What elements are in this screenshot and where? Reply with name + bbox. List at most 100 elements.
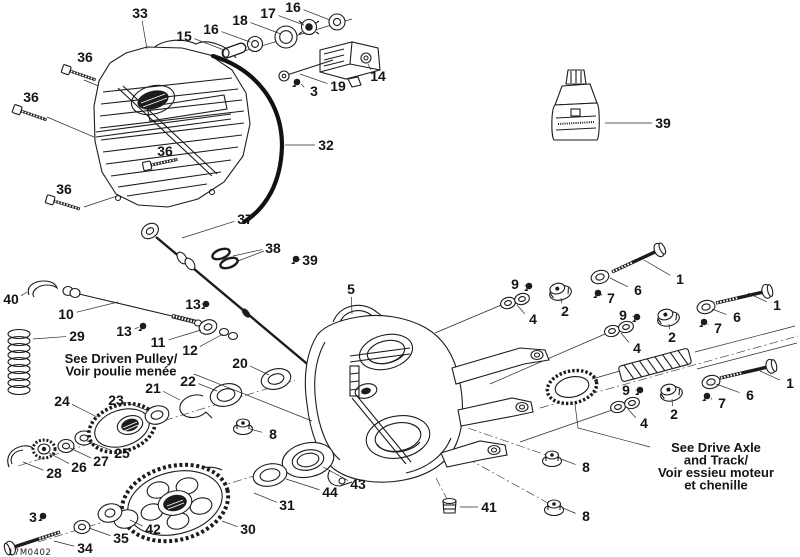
callout-9: 9 [511,276,533,292]
callout-44: 44 [285,478,338,500]
mounting-nuts [442,450,565,517]
part-number-label: 7 [714,320,722,336]
note-line: and Track/ [684,453,749,468]
part-number-label: 42 [145,521,161,537]
callout-23: 23 [108,392,150,412]
part-number-label: 32 [318,137,334,153]
driven-pulley-note: See Driven Pulley/Voir poulie menée [65,351,313,422]
callout-4: 4 [620,332,641,356]
part-number-label: 13 [185,296,201,312]
part-number-label: 34 [77,540,93,556]
callout-4: 4 [627,408,648,431]
part-number-label: 1 [676,271,684,287]
part-number-label: 19 [330,78,346,94]
part-number-label: 6 [634,282,642,298]
callout-20: 20 [232,355,270,376]
part-number-label: 20 [232,355,248,371]
spring-29 [7,328,31,396]
callout-1: 1 [759,370,794,391]
part-number-label: 3 [29,509,37,525]
callout-11: 11 [151,329,202,350]
part-number-label: 44 [322,484,338,500]
part-number-label: 16 [285,0,301,15]
part-number-label: 5 [347,281,355,297]
callout-7: 7 [593,289,615,306]
callout-43: 43 [322,466,366,492]
part-number-label: 39 [655,115,671,131]
callout-4: 4 [516,304,537,327]
callout-30: 30 [221,520,256,537]
callout-12: 12 [182,333,224,358]
part-number-label: 18 [232,12,248,28]
chaincase-cover [93,39,251,208]
part-number-label: 27 [93,453,109,469]
callout-29: 29 [32,328,85,344]
callout-31: 31 [253,492,295,513]
callout-8: 8 [560,458,590,475]
callout-27: 27 [69,447,109,469]
callout-36: 36 [157,143,173,159]
callout-13: 13 [185,296,210,312]
part-number-label: 8 [582,459,590,475]
callout-34: 34 [53,540,93,556]
part-number-label: 38 [265,240,281,256]
brake-parts [221,13,381,88]
note-line: Voir essieu moteur [658,465,774,480]
callout-36: 36 [23,89,39,105]
callout-32: 32 [285,137,334,153]
marker-dot [292,255,300,263]
part-number-label: 26 [71,459,87,475]
callout-18: 18 [232,12,282,35]
part-number-label: 17 [260,5,276,21]
part-number-label: 13 [116,323,132,339]
marker-dot [139,322,147,330]
callout-3: 3 [292,78,318,99]
gear-train [1,368,335,557]
callout-42: 42 [129,519,161,537]
callout-19: 19 [299,73,346,94]
callout-40: 40 [3,291,28,307]
callout-36: 36 [77,49,93,65]
callout-16: 16 [285,0,331,21]
callout-2: 2 [668,323,676,345]
part-number-label: 1 [786,375,794,391]
part-number-label: 10 [58,306,74,322]
callout-5: 5 [347,281,355,315]
note-line: See Driven Pulley/ [65,351,178,366]
part-number-label: 14 [370,68,386,84]
part-number-label: 7 [718,395,726,411]
marker-dot [594,289,602,297]
marker-dot [525,282,533,290]
part-number-label: 36 [23,89,39,105]
part-number-label: 2 [668,329,676,345]
callout-7: 7 [702,392,726,411]
part-number-label: 22 [180,373,196,389]
callout-7: 7 [699,318,722,336]
callout-8: 8 [562,507,590,524]
part-number-label: 6 [746,387,754,403]
part-number-label: 4 [633,340,641,356]
part-number-label: 23 [108,392,124,408]
part-number-label: 7 [607,290,615,306]
note-line: See Drive Axle [671,440,761,455]
marker-dot [39,512,47,520]
callout-33: 33 [132,5,148,50]
callout-39: 39 [605,115,671,131]
marker-dot [202,300,210,308]
callout-9: 9 [622,382,644,398]
callout-22: 22 [180,373,218,392]
callout-26: 26 [48,452,87,475]
part-number-label: 8 [269,426,277,442]
part-number-label: 30 [240,521,256,537]
callout-8: 8 [249,426,277,442]
part-number-label: 2 [561,303,569,319]
callout-10: 10 [58,301,119,322]
callout-28: 28 [22,461,62,481]
cover-gasket [210,53,285,225]
part-number-label: 36 [56,181,72,197]
part-number-label: 15 [176,28,192,44]
